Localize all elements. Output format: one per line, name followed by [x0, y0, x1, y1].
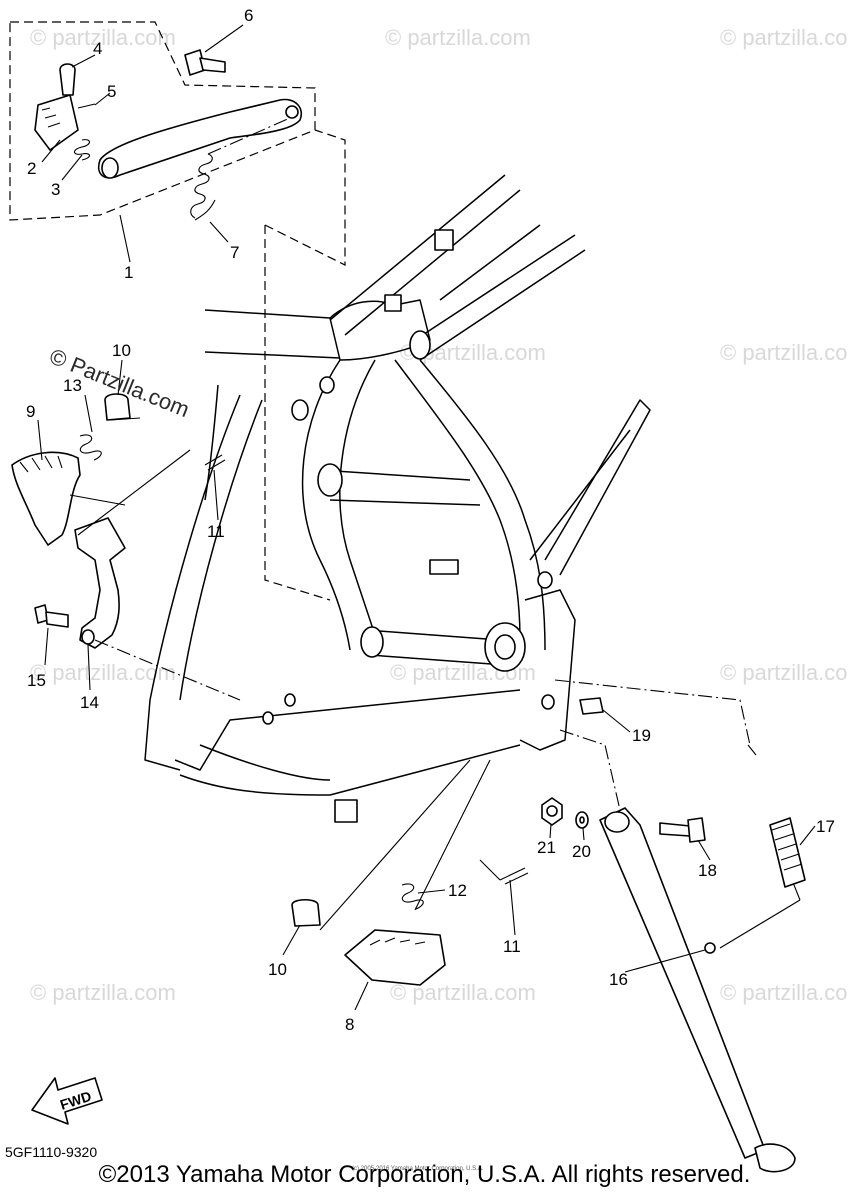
- callout-10-upper: 10: [112, 341, 131, 360]
- assembly-box: [9, 21, 346, 601]
- callout-13: 13: [63, 376, 82, 395]
- watermark: © partzilla.com: [720, 980, 849, 1005]
- callout-1: 1: [124, 263, 133, 282]
- diagram-code: 5GF1110-9320: [5, 1144, 97, 1160]
- callout-12: 12: [448, 881, 467, 900]
- watermark: © partzilla.com: [720, 25, 849, 50]
- callout-8: 8: [345, 1015, 354, 1034]
- callout-6: 6: [244, 6, 253, 25]
- callout-4: 4: [93, 39, 102, 58]
- copyright-footer: ©2013 Yamaha Motor Corporation, U.S.A. A…: [98, 1161, 751, 1188]
- callout-15: 15: [27, 671, 46, 690]
- callout-10-lower: 10: [268, 960, 287, 979]
- callout-11-upper: 11: [207, 522, 225, 541]
- watermark: © partzilla.com: [30, 25, 176, 50]
- callout-14: 14: [80, 693, 99, 712]
- watermark-layer: © partzilla.com © partzilla.com © partzi…: [30, 25, 849, 1005]
- left-footrest-assembly: [11, 393, 241, 701]
- frame-drawing: [144, 174, 651, 823]
- callout-2: 2: [27, 159, 36, 178]
- callout-3: 3: [51, 180, 60, 199]
- callout-20: 20: [572, 842, 591, 861]
- callout-leaders: [37, 24, 816, 1011]
- watermark: © partzilla.com: [30, 660, 176, 685]
- callout-11-lower: 11: [503, 937, 521, 956]
- watermark: © partzilla.com: [385, 25, 531, 50]
- callout-18: 18: [698, 861, 717, 880]
- sidestand-assembly: [541, 679, 806, 1173]
- callout-17: 17: [816, 817, 835, 836]
- callout-labels: 1 2 3 4 5 6 7 8 9 10 10 11 11 12 13 14 1…: [26, 6, 835, 1034]
- pedal-assembly-top: [34, 49, 302, 221]
- right-footrest-assembly: [204, 454, 529, 986]
- callout-21: 21: [537, 838, 556, 857]
- callout-7: 7: [230, 243, 239, 262]
- watermark: © partzilla.com: [720, 340, 849, 365]
- callout-5: 5: [107, 82, 116, 101]
- forward-direction-arrow: FWD: [31, 1077, 103, 1125]
- watermark: © partzilla.com: [30, 980, 176, 1005]
- callout-16: 16: [609, 970, 628, 989]
- callout-9: 9: [26, 402, 35, 421]
- watermark: © partzilla.com: [720, 660, 849, 685]
- small-notice: (c) 2005-2016 Yamaha Motor Corporation, …: [352, 1166, 484, 1172]
- callout-19: 19: [632, 726, 651, 745]
